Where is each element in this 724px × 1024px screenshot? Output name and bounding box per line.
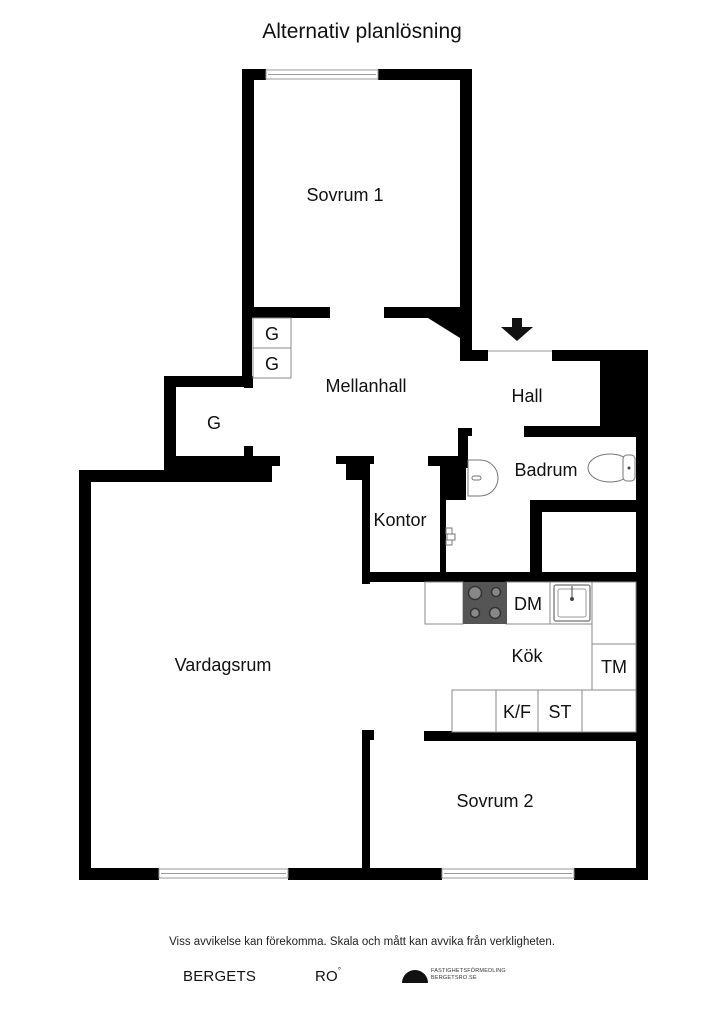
page-title: Alternativ planlösning [262, 20, 462, 43]
appliance-label-st: ST [548, 702, 571, 722]
room-label-kontor: Kontor [373, 510, 426, 530]
appliance-label-tm: TM [601, 657, 627, 677]
disclaimer-text: Viss avvikelse kan förekomma. Skala och … [169, 936, 555, 948]
toilet-icon [587, 453, 636, 483]
room-label-mellanhall: Mellanhall [325, 376, 406, 396]
walls [79, 69, 648, 880]
closet-label-g-top: G [265, 324, 279, 344]
logo-ro-mark: ° [337, 966, 342, 975]
washbasin-icon [467, 459, 499, 497]
dome-logo-icon [402, 970, 428, 983]
room-label-hall: Hall [511, 386, 542, 406]
appliance-label-dm: DM [514, 594, 542, 614]
closets [252, 317, 292, 379]
appliance-label-kf: K/F [503, 702, 531, 722]
room-label-badrum: Badrum [514, 460, 577, 480]
room-label-vardagsrum: Vardagsrum [175, 655, 272, 675]
stove-icon [463, 582, 507, 624]
room-label-sovrum2: Sovrum 2 [456, 791, 533, 811]
room-label-kok: Kök [511, 646, 543, 666]
room-label-sovrum1: Sovrum 1 [306, 185, 383, 205]
footer-logos: BERGETS RO° FASTIGHETSFÖRMEDLING BERGETS… [0, 966, 724, 990]
logo-line-1: FASTIGHETSFÖRMEDLING [431, 968, 506, 974]
entrance-arrow-icon [501, 318, 533, 341]
faucet-icon [445, 527, 456, 546]
closet-label-g-left: G [207, 413, 221, 433]
kitchen-sink-icon [553, 584, 591, 622]
logo-agency-text: FASTIGHETSFÖRMEDLING BERGETSRO.SE [431, 968, 506, 982]
logo-line-2: BERGETSRO.SE [431, 975, 477, 981]
windows [158, 69, 575, 879]
logo-ro-text: RO [315, 968, 338, 985]
logo-ro: RO° [315, 966, 342, 985]
closet-label-g-middle: G [265, 354, 279, 374]
kitchen-counters [424, 581, 637, 733]
logo-bergets: BERGETS [183, 968, 257, 985]
